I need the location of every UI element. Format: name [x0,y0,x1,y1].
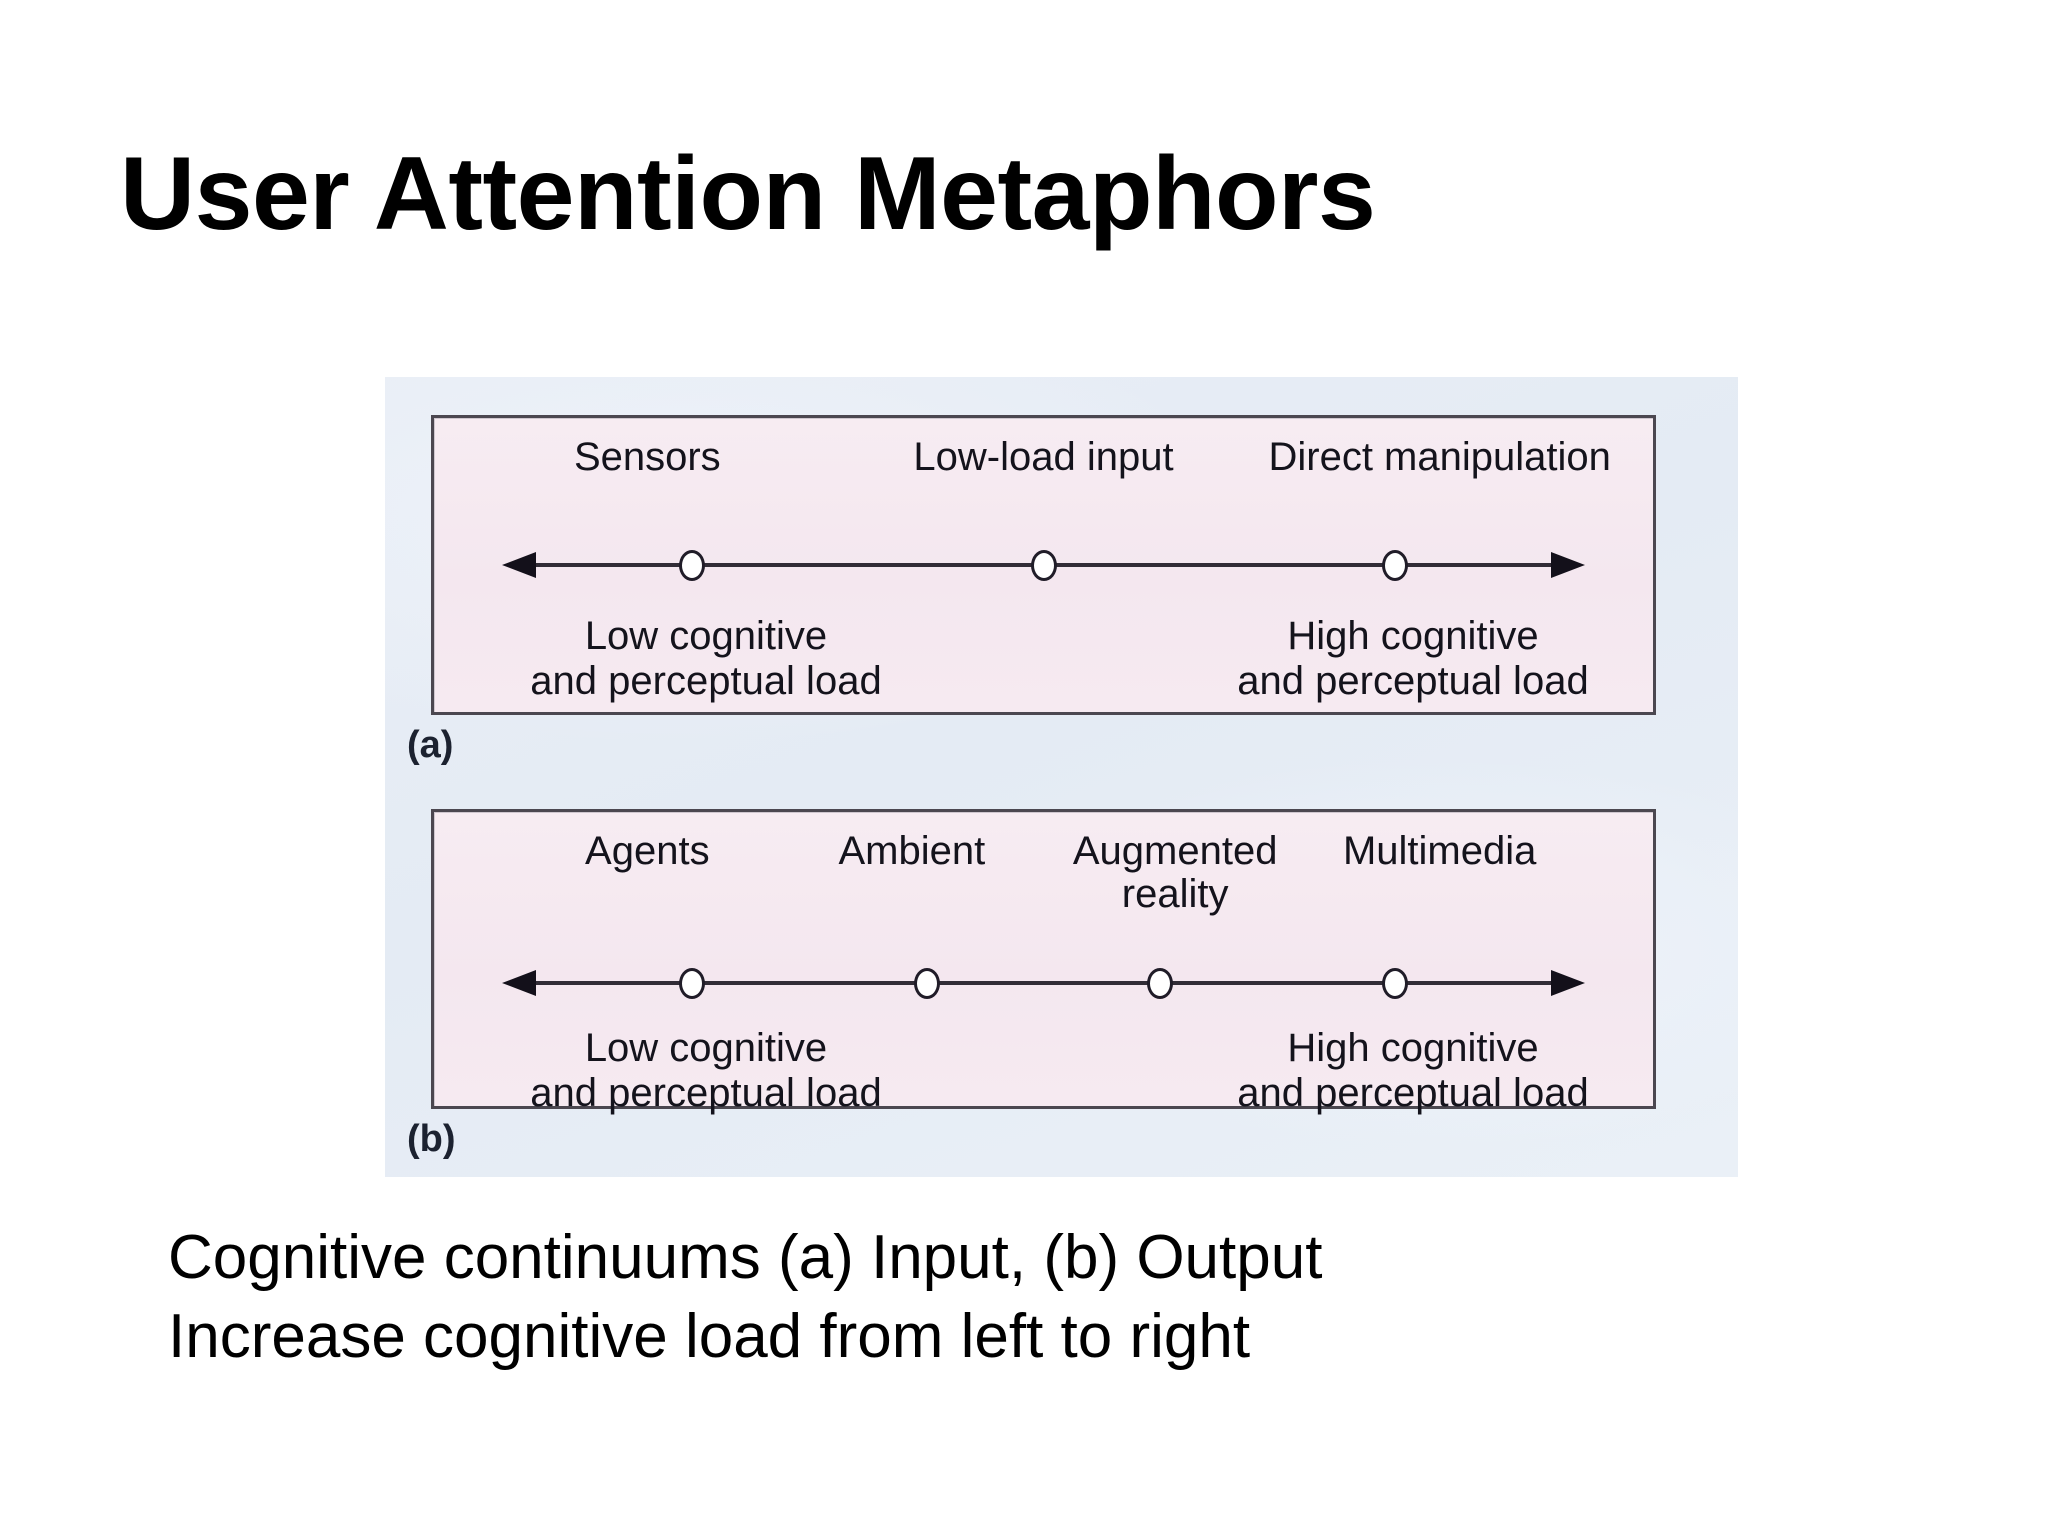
axis-node-direct-manipulation [1382,550,1409,581]
node-label-augmented-reality: Augmented reality [1072,829,1278,916]
caption-block: Cognitive continuums (a) Input, (b) Outp… [168,1218,1868,1377]
arrow-right-icon [1551,970,1585,996]
panel-b-high-load-caption: High cognitive and perceptual load [1237,1026,1589,1115]
continuum-axis-b [502,962,1585,1002]
figure-tag-a: (a) [407,724,454,766]
panel-a-node-labels: Sensors Low-load input Direct manipulati… [434,418,1653,712]
figure-image: Sensors Low-load input Direct manipulati… [385,377,1738,1177]
panel-a-high-load-caption: High cognitive and perceptual load [1237,614,1589,703]
continuum-axis-a [502,544,1585,584]
node-label-sensors: Sensors [573,435,721,479]
arrow-left-icon [502,970,536,996]
node-label-multimedia: Multimedia [1342,829,1537,873]
axis-node-low-load-input [1030,550,1057,581]
axis-line [534,981,1553,985]
continuum-panel-b: Agents Ambient Augmented reality Multime… [431,809,1656,1115]
panel-b-node-labels: Agents Ambient Augmented reality Multime… [434,812,1653,1106]
axis-node-sensors [678,550,705,581]
node-label-low-load-input: Low-load input [913,435,1174,479]
page-title: User Attention Metaphors [120,136,1376,252]
arrow-left-icon [502,552,536,578]
node-label-agents: Agents [585,829,710,873]
figure-tag-b: (b) [407,1118,456,1160]
caption-line-1: Cognitive continuums (a) Input, (b) Outp… [168,1223,1323,1292]
caption-line-2: Increase cognitive load from left to rig… [168,1302,1251,1372]
panel-a-low-load-caption: Low cognitive and perceptual load [530,614,882,703]
node-label-direct-manipulation: Direct manipulation [1268,435,1611,479]
axis-node-agents [678,968,705,999]
axis-node-ambient [913,968,940,999]
arrow-right-icon [1551,552,1585,578]
panel-b-low-load-caption: Low cognitive and perceptual load [530,1026,882,1115]
axis-node-augmented-reality [1147,968,1174,999]
axis-node-multimedia [1382,968,1409,999]
node-label-ambient: Ambient [838,829,986,873]
continuum-panel-a: Sensors Low-load input Direct manipulati… [431,415,1656,715]
